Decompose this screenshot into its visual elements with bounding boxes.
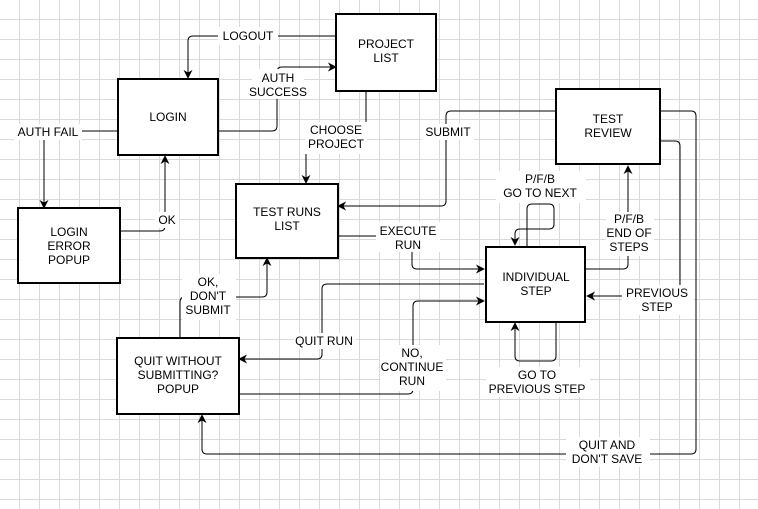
label-execute-run-line: EXECUTE [380, 224, 437, 238]
label-ok-dont-submit-line: DON'T [190, 289, 227, 303]
label-ok-line: OK [158, 213, 175, 227]
label-auth-success-line: SUCCESS [249, 85, 307, 99]
label-go-to-previous-step-line: PREVIOUS STEP [489, 382, 586, 396]
label-auth-fail-line: AUTH FAIL [18, 125, 79, 139]
edge-auth-fail [39, 130, 118, 209]
node-test-review-label-line: REVIEW [584, 126, 632, 140]
label-previous-step-line: PREVIOUS [626, 286, 688, 300]
label-quit-run: QUIT RUN [295, 334, 353, 348]
label-ok-dont-submit-line: SUBMIT [185, 303, 231, 317]
label-logout-line: LOGOUT [223, 29, 274, 43]
label-no-continue-run-line: NO, [401, 346, 422, 360]
node-test-review-label-line: TEST [593, 112, 624, 126]
node-login-error-box [17, 207, 121, 284]
label-end-of-steps-line: END OF [606, 226, 651, 240]
node-quit-popup-label-line: SUBMITTING? [138, 368, 219, 382]
label-submit-line: SUBMIT [425, 125, 471, 139]
edge-submit [337, 110, 556, 211]
label-execute-run-line: RUN [395, 238, 421, 252]
node-project-list-label-line: LIST [373, 51, 399, 65]
label-auth-success-line: AUTH [262, 71, 295, 85]
edge-quit-run [238, 283, 484, 364]
label-quit-run-line: QUIT RUN [295, 334, 353, 348]
edge-go-to-previous-step [510, 322, 557, 362]
label-quit-and-dont-save-line: DON'T SAVE [572, 452, 643, 466]
node-individual-step-label-line: INDIVIDUAL [502, 270, 570, 284]
label-go-to-next-line: GO TO NEXT [503, 186, 577, 200]
node-individual-step-box [485, 246, 586, 323]
node-project-list-box [335, 13, 437, 92]
node-quit-popup-label-line: POPUP [157, 382, 199, 396]
edge-end-of-steps [585, 165, 633, 270]
node-login-box [117, 78, 219, 156]
node-quit-popup-label-line: QUIT WITHOUT [134, 354, 222, 368]
edge-quit-and-dont-save [197, 110, 697, 455]
label-auth-fail: AUTH FAIL [18, 125, 79, 139]
node-test-runs-box [235, 183, 339, 259]
edge-no-continue-run [239, 296, 485, 395]
label-choose-project-line: PROJECT [308, 137, 365, 151]
label-ok-dont-submit-line: OK, [198, 275, 219, 289]
label-no-continue-run-line: CONTINUE [381, 360, 444, 374]
label-quit-and-dont-save-line: QUIT AND [579, 438, 636, 452]
label-submit: SUBMIT [425, 125, 471, 139]
label-logout: LOGOUT [223, 29, 274, 43]
label-go-to-previous-step-line: GO TO [518, 368, 556, 382]
label-ok: OK [158, 213, 175, 227]
node-test-review-box [555, 88, 661, 165]
node-individual-step-label-line: STEP [520, 284, 551, 298]
node-login-error-label-line: ERROR [47, 239, 91, 253]
edge-logout [183, 35, 336, 79]
edge-go-to-next [510, 203, 555, 246]
node-project-list-label-line: PROJECT [358, 37, 415, 51]
node-test-runs-label-line: TEST RUNS [253, 205, 321, 219]
label-previous-step-line: STEP [641, 300, 672, 314]
label-go-to-next-line: P/F/B [525, 172, 555, 186]
label-end-of-steps-line: STEPS [609, 240, 648, 254]
node-login-error-label-line: LOGIN [50, 225, 87, 239]
node-login-label-line: LOGIN [149, 110, 186, 124]
node-login-error-label-line: POPUP [48, 253, 90, 267]
node-login-label: LOGIN [149, 110, 186, 124]
label-end-of-steps-line: P/F/B [614, 212, 644, 226]
node-quit-popup-box [116, 337, 240, 415]
label-no-continue-run-line: RUN [399, 374, 425, 388]
node-test-runs-label-line: LIST [274, 219, 300, 233]
label-choose-project-line: CHOOSE [310, 123, 362, 137]
